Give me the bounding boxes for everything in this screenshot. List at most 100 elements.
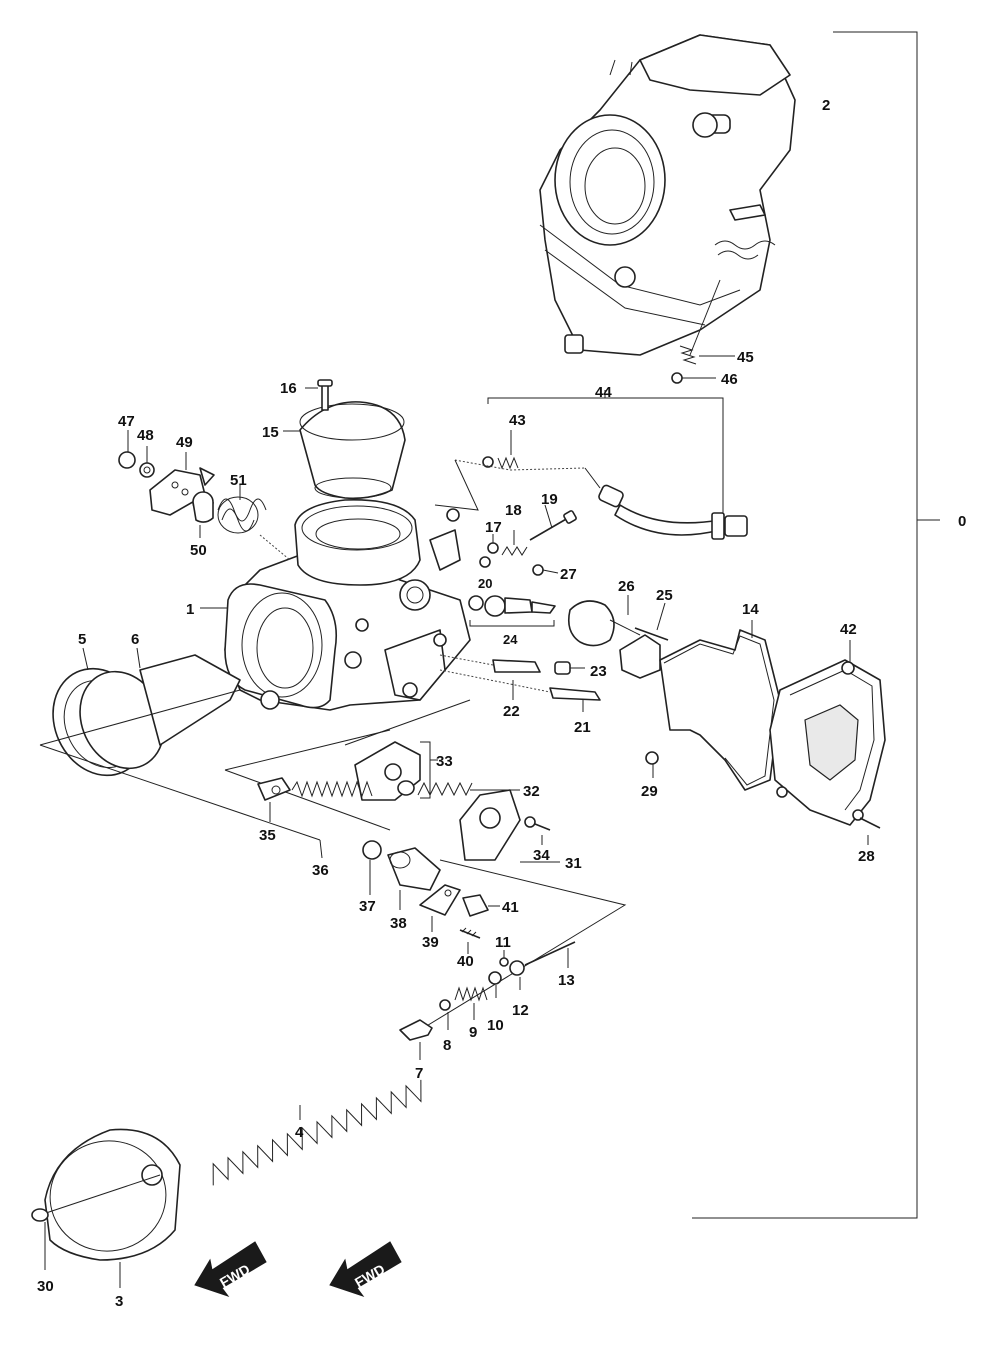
spring-43 (497, 430, 519, 470)
callout-38: 38 (390, 915, 407, 932)
float-valve-24 (468, 595, 556, 627)
needle-13 (524, 941, 576, 968)
callout-17: 17 (485, 519, 502, 536)
callout-50: 50 (190, 542, 207, 559)
callout-4: 4 (295, 1124, 304, 1141)
callout-1: 1 (186, 601, 194, 618)
spring-51 (217, 485, 267, 534)
oring-8 (439, 999, 451, 1030)
screw-34 (524, 816, 551, 845)
screw-16 (305, 379, 333, 411)
callout-49: 49 (176, 434, 193, 451)
callout-23: 23 (590, 663, 607, 680)
callout-33: 33 (436, 753, 453, 770)
callout-30: 30 (37, 1278, 54, 1295)
spring-45 (679, 345, 735, 365)
callout-22: 22 (503, 703, 520, 720)
callout-48: 48 (137, 427, 154, 444)
washer-48 (139, 446, 155, 478)
fwd-arrow-left: FWD (194, 1241, 267, 1297)
collar-50 (192, 491, 214, 538)
callout-37: 37 (359, 898, 376, 915)
callout-47: 47 (118, 413, 135, 430)
main-jet-23 (554, 661, 585, 675)
callout-15: 15 (262, 424, 279, 441)
callout-8: 8 (443, 1037, 451, 1054)
callout-46: 46 (721, 371, 738, 388)
callout-25: 25 (656, 587, 673, 604)
jet-21 (549, 687, 601, 712)
callout-36: 36 (312, 862, 329, 879)
clip-12 (509, 960, 525, 990)
spring-18 (501, 530, 528, 556)
callout-32: 32 (523, 783, 540, 800)
gasket-14 (659, 620, 781, 791)
callout-51: 51 (230, 472, 247, 489)
washer-10 (488, 971, 502, 998)
callout-26: 26 (618, 578, 635, 595)
callout-44: 44 (595, 384, 612, 401)
oring-17 (487, 534, 499, 554)
callout-12: 12 (512, 1002, 529, 1019)
callout-42: 42 (840, 621, 857, 638)
callout-10: 10 (487, 1017, 504, 1034)
carburetor-body (200, 499, 471, 711)
callout-7: 7 (415, 1065, 423, 1082)
callout-24: 24 (503, 632, 518, 647)
callout-3: 3 (115, 1293, 123, 1310)
screw-19 (529, 504, 577, 541)
callout-13: 13 (558, 972, 575, 989)
callout-6: 6 (131, 631, 139, 648)
oring-37 (362, 840, 382, 895)
callout-2: 2 (822, 97, 830, 114)
top-cover-3 (39, 1128, 181, 1288)
needle-jet-22 (492, 659, 541, 700)
cap-41 (462, 894, 500, 917)
pin-25 (634, 602, 669, 641)
screw-29 (645, 751, 659, 778)
callout-14: 14 (742, 601, 759, 618)
spring-4 (212, 1079, 422, 1186)
cap-15 (283, 401, 406, 500)
fwd-arrow-right: FWD (329, 1241, 402, 1297)
carburetor-assembly-top (539, 34, 796, 356)
callout-45: 45 (737, 349, 754, 366)
callout-18: 18 (505, 502, 522, 519)
piston-35 (257, 777, 291, 822)
pilot-screw-20 (479, 556, 491, 568)
callout-34: 34 (533, 847, 550, 864)
screw-28 (859, 817, 881, 845)
screw-30 (31, 1208, 49, 1270)
callout-21: 21 (574, 719, 591, 736)
callout-11: 11 (495, 934, 511, 951)
callout-labels: 0 1 2 3 4 5 6 7 8 9 10 11 12 13 14 15 16… (37, 97, 966, 1310)
callout-35: 35 (259, 827, 276, 844)
plunger-38 (387, 847, 441, 910)
callout-16: 16 (280, 380, 297, 397)
spring-32 (397, 780, 520, 797)
nut-47 (118, 430, 136, 469)
callout-19: 19 (541, 491, 558, 508)
pump-cover-31 (459, 789, 560, 863)
callout-39: 39 (422, 934, 439, 951)
screw-46 (671, 372, 716, 384)
spring-36 (291, 780, 373, 859)
screw-27 (532, 564, 559, 576)
float-chamber-42 (769, 640, 886, 826)
choke-cable-44 (454, 390, 748, 540)
callout-5: 5 (78, 631, 86, 648)
float-26 (567, 595, 661, 679)
callout-41: 41 (502, 899, 519, 916)
callout-20: 20 (478, 576, 492, 591)
washer-11 (499, 950, 509, 967)
screw-40 (459, 927, 481, 954)
gasket-39 (419, 884, 461, 932)
diaphragm-33 (354, 741, 438, 801)
holder-7 (399, 1019, 433, 1060)
callout-0: 0 (958, 513, 966, 530)
callout-43: 43 (509, 412, 526, 429)
callout-40: 40 (457, 953, 474, 970)
diaphragm-holder-6 (79, 647, 241, 770)
callout-31: 31 (565, 855, 582, 872)
